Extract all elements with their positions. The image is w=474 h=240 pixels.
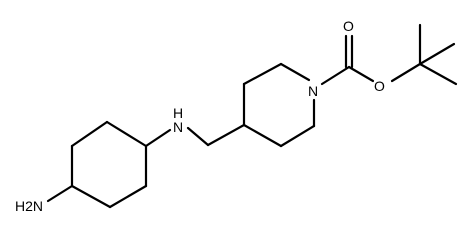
ring-nitrogen-label: N	[308, 83, 318, 99]
carbonyl-oxygen-label: O	[343, 18, 354, 34]
bond-nh-ch2	[186, 126, 210, 147]
bond-ester-o-tbutyl	[390, 62, 422, 83]
bond	[242, 123, 283, 148]
piperidine-ring	[242, 62, 316, 148]
bond	[70, 184, 112, 209]
secondary-amine-n-label: N	[173, 119, 183, 135]
bond	[108, 184, 148, 209]
bond	[70, 120, 109, 148]
bond-c-nh2	[46, 184, 74, 203]
secondary-amine-h-label: H	[173, 105, 183, 121]
ester-oxygen-label: O	[374, 78, 385, 94]
bond	[279, 62, 311, 82]
bond	[279, 124, 316, 148]
tbutyl-methyl-bottom	[418, 62, 458, 86]
cyclohexane-ring	[70, 120, 148, 209]
primary-amine-label: H2N	[15, 198, 43, 214]
tbutyl-methyl-right	[418, 42, 456, 66]
molecule-canvas: H2N H N N O O	[15, 18, 458, 214]
molecule-diagram: H2N H N N O O	[15, 18, 458, 214]
bond	[242, 62, 283, 86]
bond-carbonyl-ester-o	[347, 65, 375, 83]
bond-ch2-piperidine	[206, 123, 246, 147]
bond-ring-nh	[144, 128, 172, 148]
bond	[105, 120, 148, 148]
bond-n-carbonyl	[320, 65, 351, 86]
